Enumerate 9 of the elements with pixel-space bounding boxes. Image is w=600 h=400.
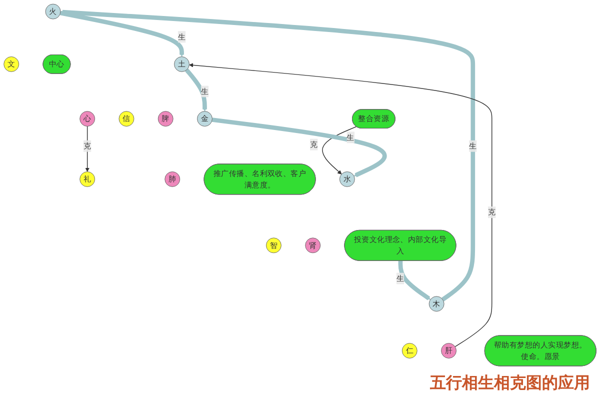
arrow [184, 68, 207, 112]
arrow [85, 126, 90, 172]
arrow [60, 10, 184, 57]
arrow [212, 118, 387, 178]
caption: 五行相生相克图的应用 [430, 373, 590, 394]
arrow [189, 63, 492, 348]
arrow [60, 10, 476, 302]
arrow [398, 260, 431, 300]
arrow [322, 126, 357, 174]
